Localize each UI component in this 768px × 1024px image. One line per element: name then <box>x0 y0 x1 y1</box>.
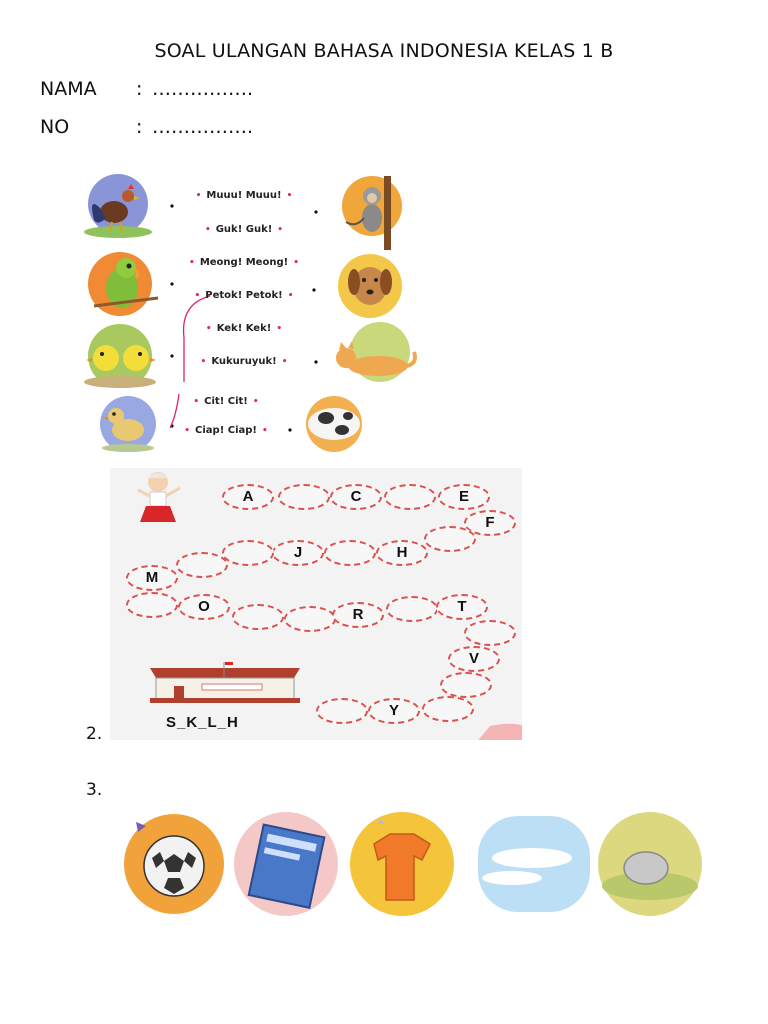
letter-oval-empty[interactable] <box>176 552 228 578</box>
name-field: NAMA: ……………. <box>40 78 253 100</box>
matching-exercise: •Muuu! Muuu!• •Guk! Guk!• •Meong! Meong!… <box>80 168 430 458</box>
girl-icon <box>137 472 181 522</box>
letter-oval-empty[interactable] <box>386 596 438 622</box>
letter-oval: E <box>438 484 490 510</box>
letter-oval-empty[interactable] <box>424 526 476 552</box>
ball-icon <box>124 814 224 914</box>
school-building-icon <box>150 662 300 703</box>
letter-oval-empty[interactable] <box>222 540 274 566</box>
letter-oval: C <box>330 484 382 510</box>
answer-line <box>169 295 211 429</box>
sky-icon <box>478 816 590 912</box>
letter-oval: Y <box>368 698 420 724</box>
letter-oval: M <box>126 565 178 591</box>
question-number-3: 3. <box>86 780 103 800</box>
letter-oval: T <box>436 594 488 620</box>
dog-icon <box>338 254 402 318</box>
number-label: NO <box>40 116 70 138</box>
alphabet-path-exercise: A C E F H J M O R T V Y S_K_L_H <box>110 468 522 740</box>
sound-option[interactable]: •Kek! Kek!• <box>205 323 283 334</box>
chick-icon <box>100 396 156 452</box>
letter-oval: V <box>448 646 500 672</box>
cat-icon <box>336 322 417 382</box>
number-colon: : <box>136 116 143 138</box>
number-field: NO: ……………. <box>40 116 253 138</box>
sound-option[interactable]: •Ciap! Ciap!• <box>184 425 268 436</box>
letter-oval: O <box>178 594 230 620</box>
letter-oval-empty[interactable] <box>384 484 436 510</box>
name-label: NAMA <box>40 78 97 100</box>
parrot-icon <box>88 252 159 316</box>
sound-option[interactable]: •Cit! Cit!• <box>193 396 259 407</box>
letter-oval-empty[interactable] <box>126 592 178 618</box>
letter-oval: R <box>332 602 384 628</box>
letter-oval-empty[interactable] <box>422 696 474 722</box>
sound-option[interactable]: •Petok! Petok!• <box>194 290 294 301</box>
monkey-icon <box>342 176 402 250</box>
sound-option[interactable]: •Guk! Guk!• <box>204 224 284 235</box>
letter-oval-empty[interactable] <box>232 604 284 630</box>
letter-oval: H <box>376 540 428 566</box>
letter-oval-empty[interactable] <box>324 540 376 566</box>
ducklings-icon <box>84 324 156 388</box>
letter-oval-empty[interactable] <box>464 620 516 646</box>
letter-oval-empty[interactable] <box>316 698 368 724</box>
sound-option[interactable]: •Kukuruyuk!• <box>200 356 288 367</box>
cow-icon <box>306 396 362 452</box>
name-blank[interactable]: ……………. <box>152 78 254 100</box>
missing-letter-word: S_K_L_H <box>166 714 239 731</box>
letter-oval-empty[interactable] <box>284 606 336 632</box>
question-number-2: 2. <box>86 724 103 744</box>
letter-oval-empty[interactable] <box>440 672 492 698</box>
letter-oval-empty[interactable] <box>278 484 330 510</box>
sound-option[interactable]: •Muuu! Muuu!• <box>195 190 293 201</box>
name-colon: : <box>136 78 143 100</box>
rooster-icon <box>84 174 152 238</box>
number-blank[interactable]: ……………. <box>152 116 254 138</box>
letter-oval: J <box>272 540 324 566</box>
shirt-icon <box>350 812 528 916</box>
letter-oval: A <box>222 484 274 510</box>
picture-row <box>112 808 718 918</box>
sound-option[interactable]: •Meong! Meong!• <box>189 257 299 268</box>
page-title: SOAL ULANGAN BAHASA INDONESIA KELAS 1 B <box>154 40 614 62</box>
stone-icon <box>598 812 702 916</box>
match-dots <box>170 204 318 432</box>
book-icon <box>234 812 338 916</box>
